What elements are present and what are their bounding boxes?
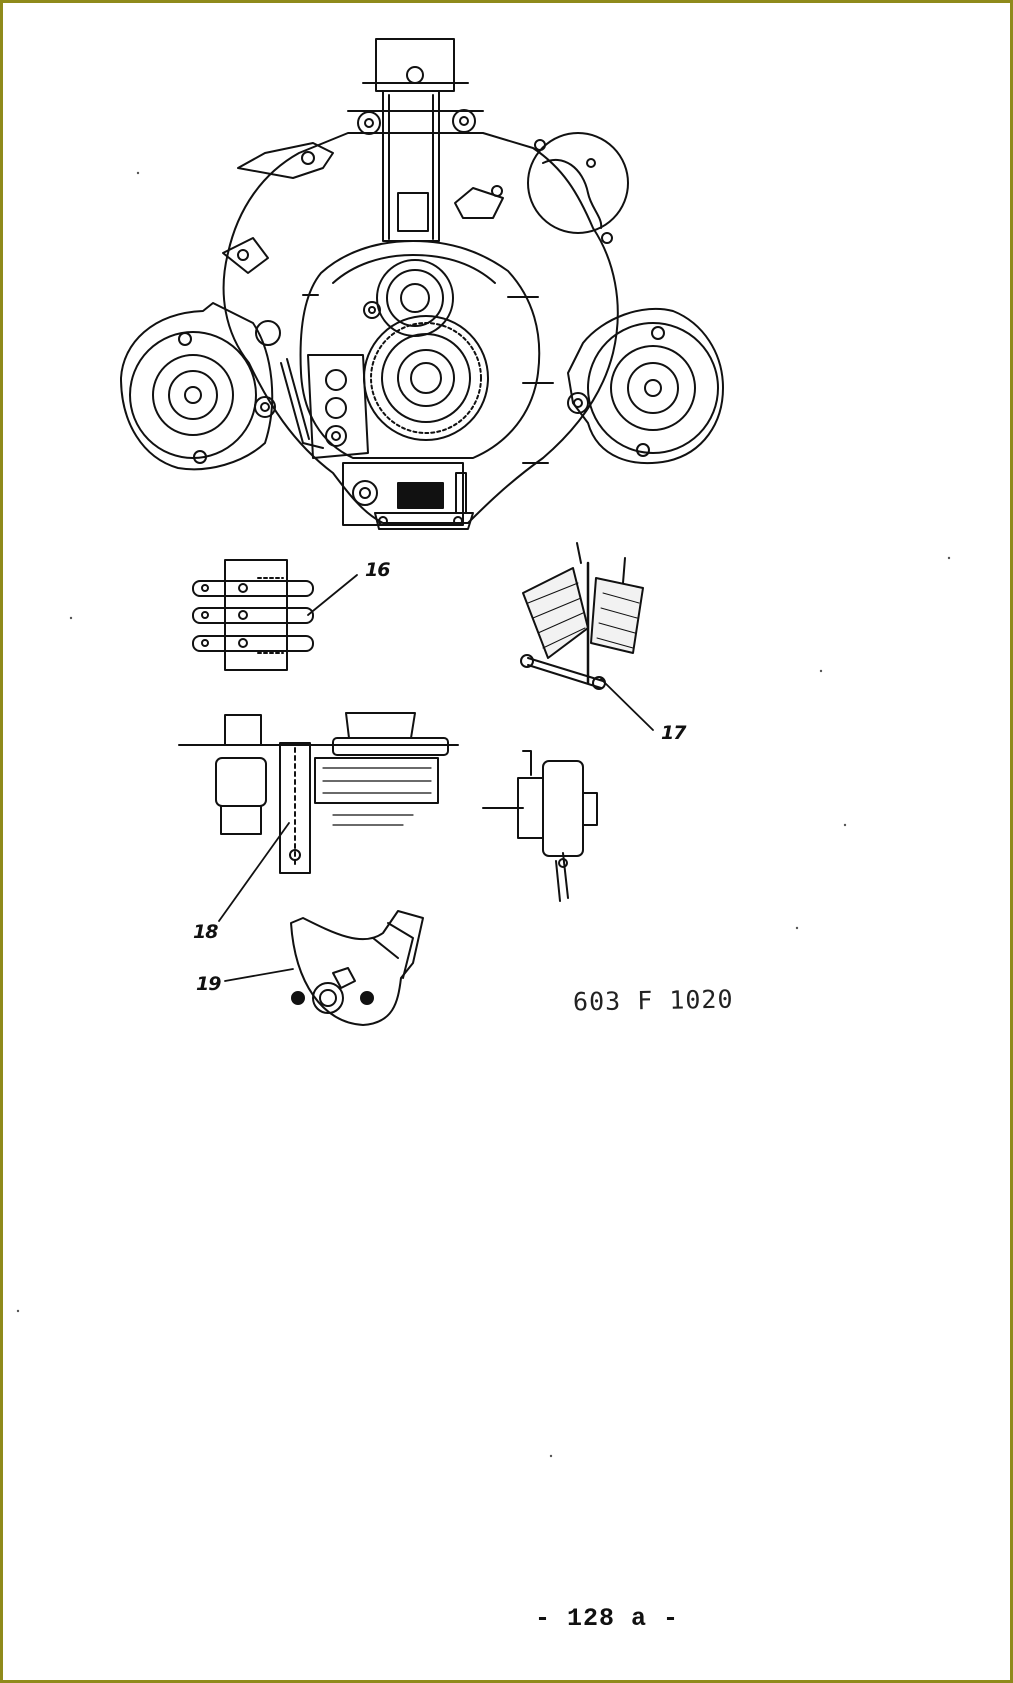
figure-reference: 603 F 1020 (572, 984, 734, 1017)
detail-shaft-assembly (178, 712, 459, 922)
engine-housing-drawing (120, 38, 724, 530)
page-number: - 128 a - (535, 1604, 680, 1633)
callout-16: 16 (365, 559, 390, 581)
detail-side-view (482, 750, 598, 902)
callout-17: 17 (661, 722, 686, 744)
detail-cover-plate (224, 910, 424, 1026)
callout-19: 19 (196, 973, 221, 995)
technical-drawing (16, 38, 951, 1458)
detail-rubber-mount (520, 542, 654, 731)
callout-18: 18 (193, 921, 218, 943)
scan-specks (16, 171, 951, 1458)
detail-selector-rods (192, 559, 358, 671)
